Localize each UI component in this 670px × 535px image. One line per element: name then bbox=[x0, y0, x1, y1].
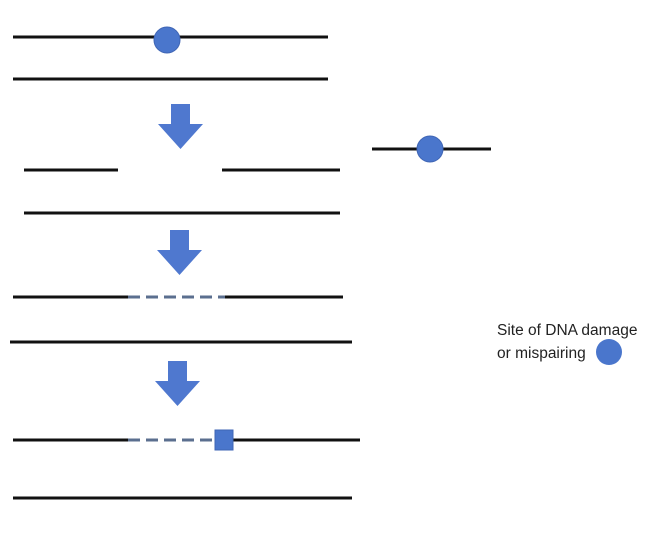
legend: Site of DNA damage or mispairing bbox=[497, 320, 667, 367]
step-3-gap-filling bbox=[10, 295, 352, 344]
down-arrow-3 bbox=[155, 361, 200, 406]
ligation-site-marker bbox=[214, 429, 234, 451]
step-2-excision bbox=[24, 168, 340, 215]
excised-fragment bbox=[372, 135, 491, 163]
damage-site-marker bbox=[153, 26, 181, 54]
down-arrow-2 bbox=[157, 230, 202, 275]
legend-marker-icon bbox=[595, 339, 622, 365]
legend-label-line-2-text: or mispairing bbox=[497, 345, 586, 363]
legend-label-line-2: or mispairing bbox=[497, 339, 667, 367]
legend-label-line-1: Site of DNA damage bbox=[497, 322, 638, 339]
excised-damage-marker bbox=[416, 135, 444, 163]
step-1-damaged-duplex bbox=[13, 26, 328, 81]
down-arrow-1 bbox=[158, 104, 203, 149]
step-4-ligation bbox=[13, 429, 360, 500]
